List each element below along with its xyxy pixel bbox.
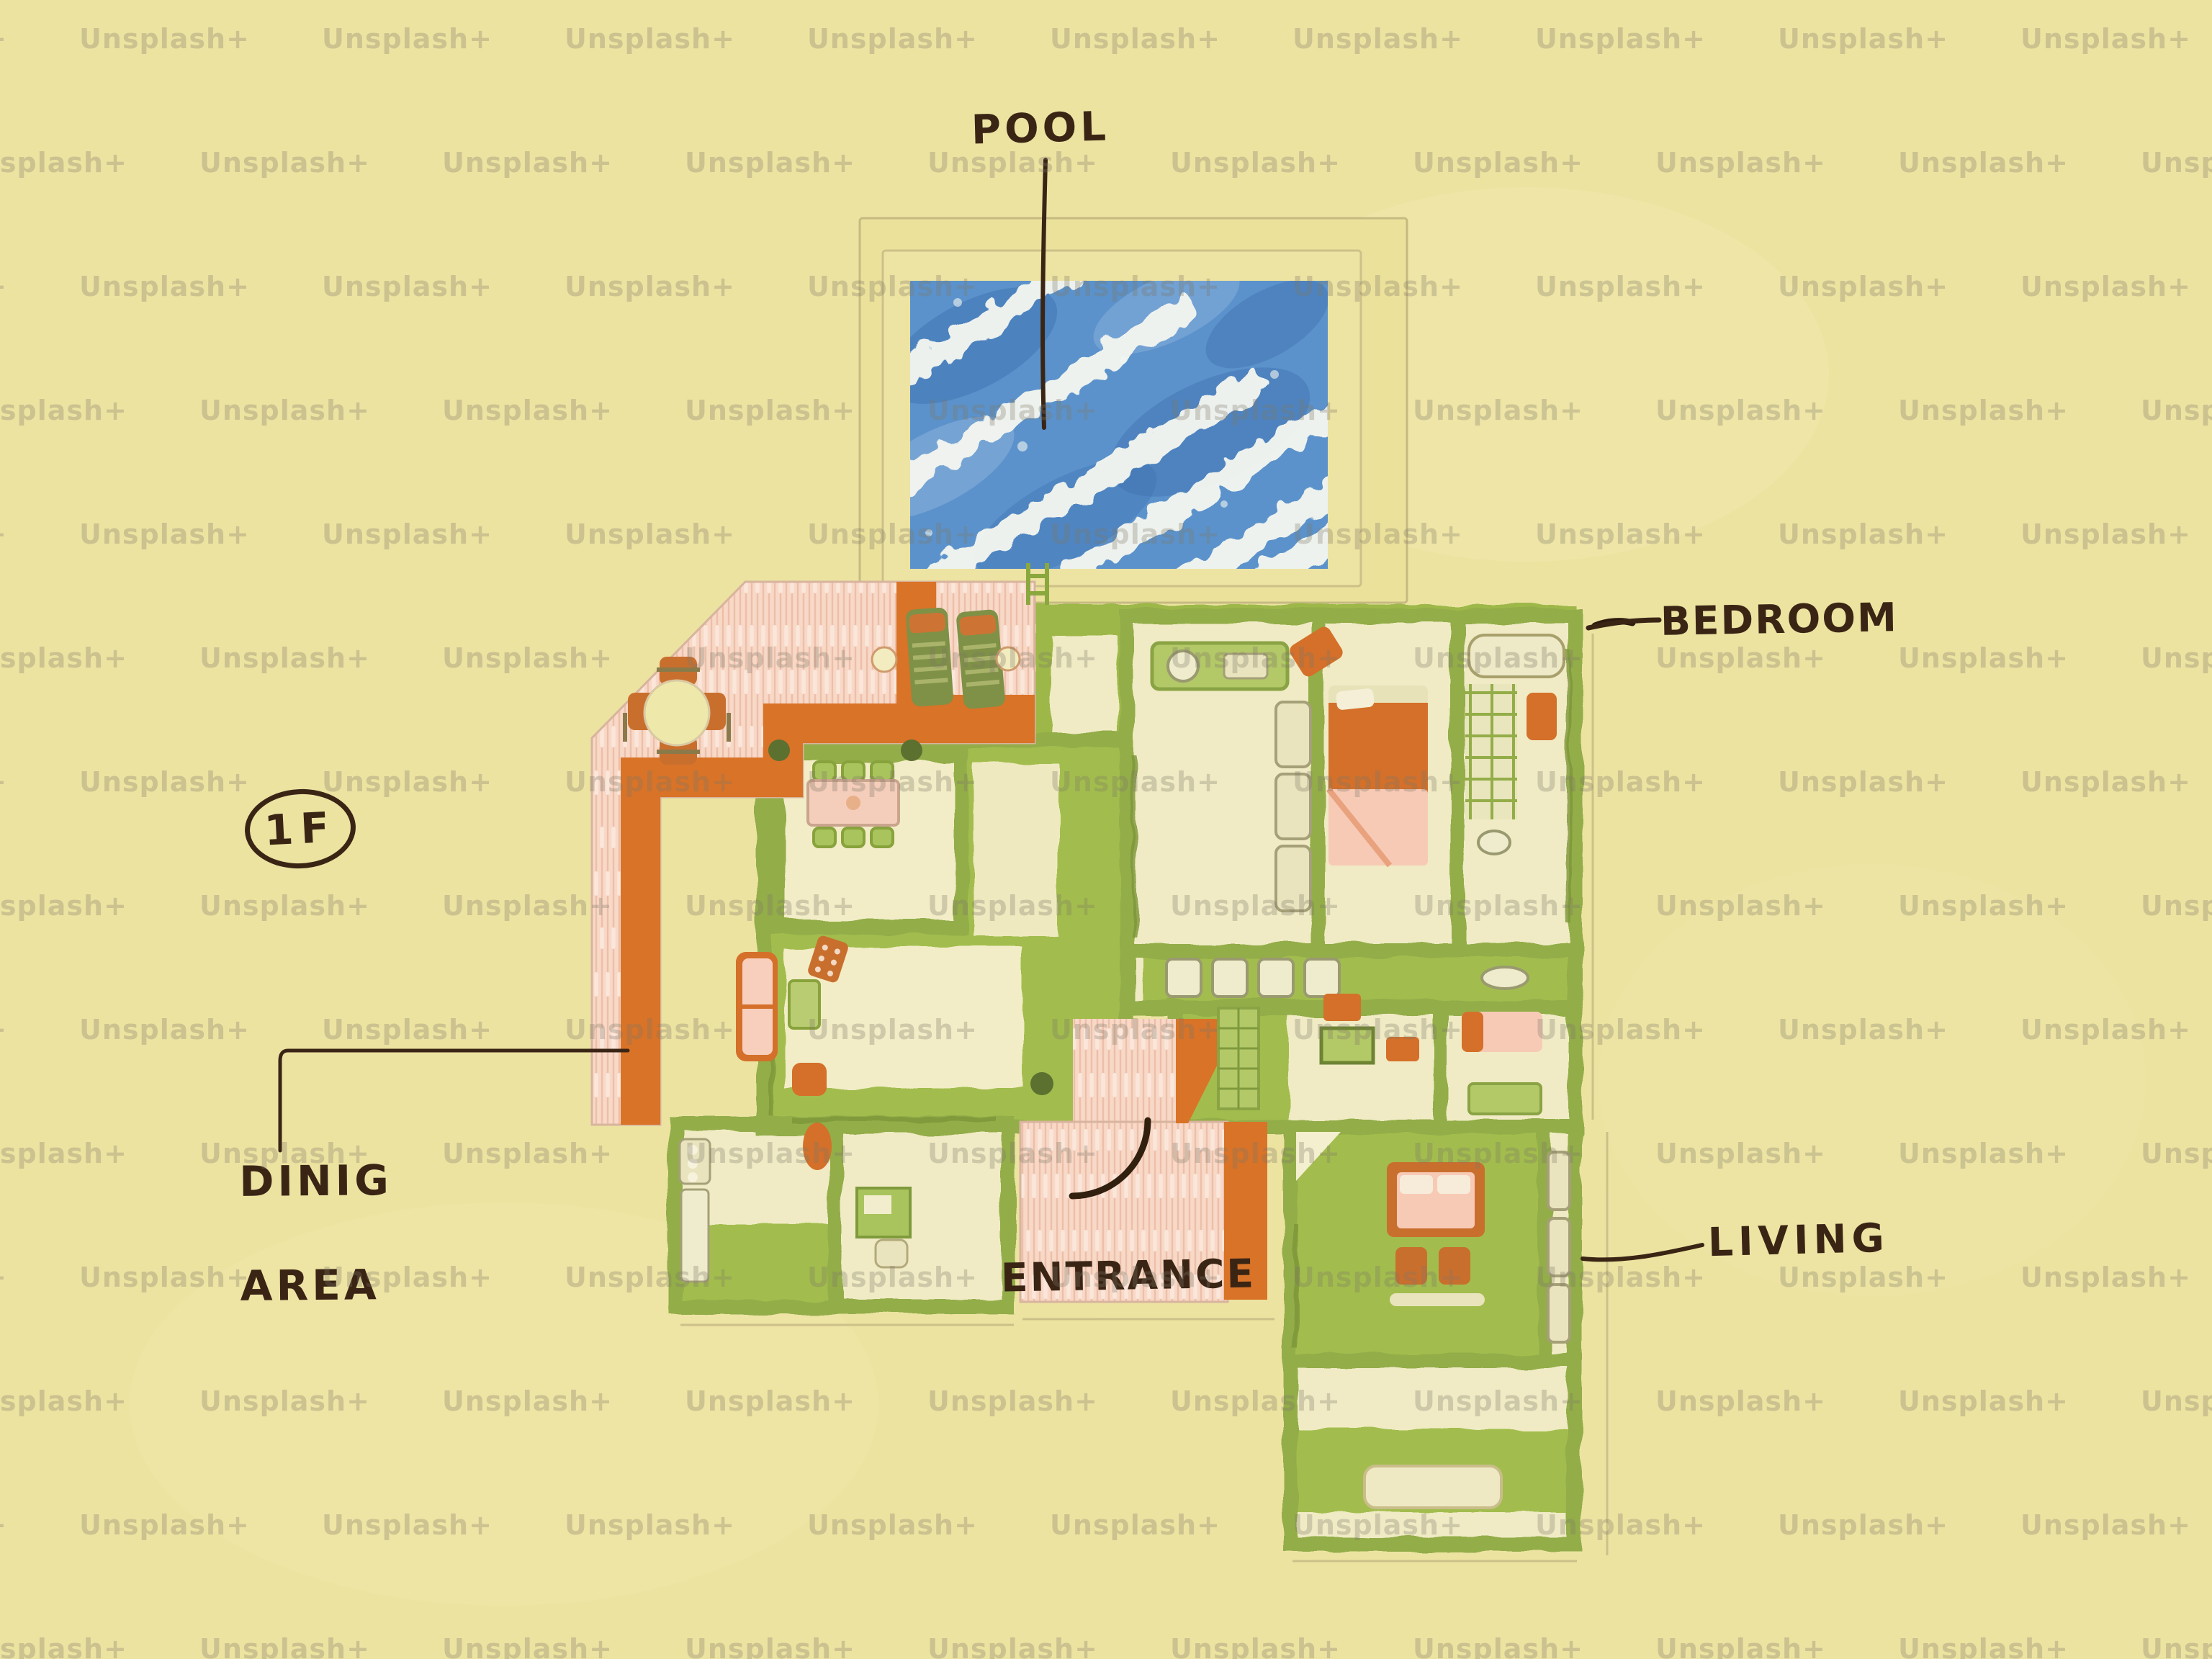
entrance-deck	[1019, 1019, 1267, 1303]
bed-cushion	[1290, 626, 1343, 677]
dining-table-set	[806, 760, 900, 848]
wing-wardrobe	[1547, 1151, 1571, 1344]
pool-connector-line	[1040, 158, 1048, 430]
laundry-counter	[1150, 641, 1290, 691]
study-desk	[855, 1187, 912, 1269]
lounge-chair	[906, 607, 953, 707]
bedroom-label: BEDROOM	[1660, 594, 1899, 644]
annotation-connectors	[278, 158, 1704, 1262]
side-cabinet	[788, 979, 821, 1030]
pool-foam-streaks	[910, 281, 1328, 569]
armchair	[792, 1063, 827, 1096]
plant	[1030, 1072, 1053, 1095]
pool	[910, 281, 1328, 605]
basket	[808, 935, 848, 983]
sofa	[736, 952, 778, 1061]
lounge-chair	[956, 609, 1005, 709]
dining-area-label-line2: AREA	[240, 1260, 380, 1310]
pool-ladder-icon	[1026, 563, 1049, 605]
side-table	[995, 646, 1021, 672]
patio-table-set	[623, 657, 731, 765]
wardrobe-column	[1274, 701, 1312, 912]
entrance-label: ENTRANCE	[1000, 1250, 1256, 1301]
dining-area-label-line1: DINIG	[239, 1156, 393, 1206]
plant	[901, 739, 922, 761]
pool-label: POOL	[971, 103, 1110, 154]
kitchen-appliances	[678, 1138, 711, 1283]
mid-room-left	[1319, 994, 1419, 1065]
sketch-outlines	[680, 634, 1609, 1563]
mid-room-bed	[1462, 1012, 1542, 1115]
bed-double	[1326, 685, 1428, 868]
dining-connector-line	[278, 1048, 630, 1153]
orange-walkway	[621, 582, 1035, 1125]
bedroom-connector-line	[1586, 617, 1662, 631]
furniture	[623, 607, 1571, 1509]
plant	[768, 739, 790, 761]
shelf-grid	[1217, 1007, 1260, 1110]
side-table	[871, 646, 898, 673]
door-mat	[803, 1123, 832, 1170]
door-swing-triangle	[1296, 1132, 1341, 1181]
door-swing-arc	[1069, 1117, 1151, 1200]
bathroom-top	[1465, 634, 1565, 855]
living-table	[1363, 1465, 1503, 1509]
pool-sparkles	[925, 298, 1279, 536]
dining-area-label: DINIG AREA	[239, 1154, 393, 1312]
corridor-fixtures	[1165, 958, 1529, 998]
living-connector-line	[1581, 1243, 1704, 1262]
wing-bed	[1387, 1162, 1485, 1306]
living-label: LIVING	[1707, 1214, 1890, 1266]
